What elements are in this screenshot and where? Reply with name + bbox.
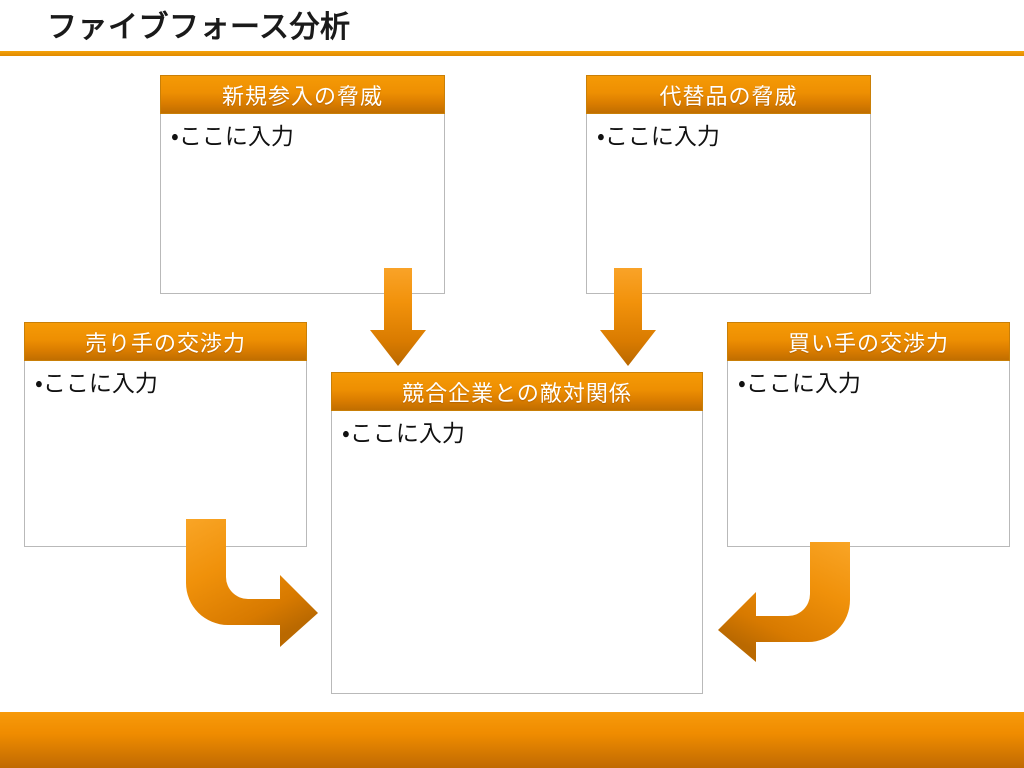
arrow-supplier-to-rivalry — [184, 517, 320, 649]
force-title-substitutes: 代替品の脅威 — [659, 83, 798, 109]
force-title-rivalry: 競合企業との敵対関係 — [402, 380, 632, 406]
arrow-buyer-to-rivalry — [716, 540, 852, 662]
force-bullet-supplier-power: ・ここに入力 — [35, 370, 158, 396]
force-body-buyer-power[interactable]: ・ここに入力 — [728, 361, 1011, 399]
title-divider — [0, 51, 1024, 56]
force-bullet-buyer-power: ・ここに入力 — [738, 370, 861, 396]
page-title: ファイブフォース分析 — [47, 11, 351, 44]
force-box-buyer-power[interactable]: ・ここに入力 — [727, 361, 1010, 547]
force-header-supplier-power[interactable]: 売り手の交渉力 — [24, 322, 307, 361]
arrow-new-entrants-to-rivalry — [368, 268, 428, 368]
arrow-substitutes-to-rivalry — [598, 268, 658, 368]
force-title-buyer-power: 買い手の交渉力 — [787, 330, 949, 356]
force-body-new-entrants[interactable]: ・ここに入力 — [161, 114, 446, 152]
force-box-supplier-power[interactable]: ・ここに入力 — [24, 361, 307, 547]
force-box-rivalry[interactable]: ・ここに入力 — [331, 411, 703, 694]
force-header-rivalry[interactable]: 競合企業との敵対関係 — [331, 372, 703, 411]
force-body-supplier-power[interactable]: ・ここに入力 — [25, 361, 308, 399]
force-box-new-entrants[interactable]: ・ここに入力 — [160, 114, 445, 294]
footer-bar — [0, 712, 1024, 768]
force-bullet-substitutes: ・ここに入力 — [597, 123, 720, 149]
force-bullet-new-entrants: ・ここに入力 — [171, 123, 294, 149]
force-body-rivalry[interactable]: ・ここに入力 — [332, 411, 704, 449]
force-bullet-rivalry: ・ここに入力 — [342, 420, 465, 446]
force-title-supplier-power: 売り手の交渉力 — [84, 330, 246, 356]
force-title-new-entrants: 新規参入の脅威 — [221, 83, 383, 109]
force-header-substitutes[interactable]: 代替品の脅威 — [586, 75, 871, 114]
force-header-buyer-power[interactable]: 買い手の交渉力 — [727, 322, 1010, 361]
force-body-substitutes[interactable]: ・ここに入力 — [587, 114, 872, 152]
force-header-new-entrants[interactable]: 新規参入の脅威 — [160, 75, 445, 114]
force-box-substitutes[interactable]: ・ここに入力 — [586, 114, 871, 294]
